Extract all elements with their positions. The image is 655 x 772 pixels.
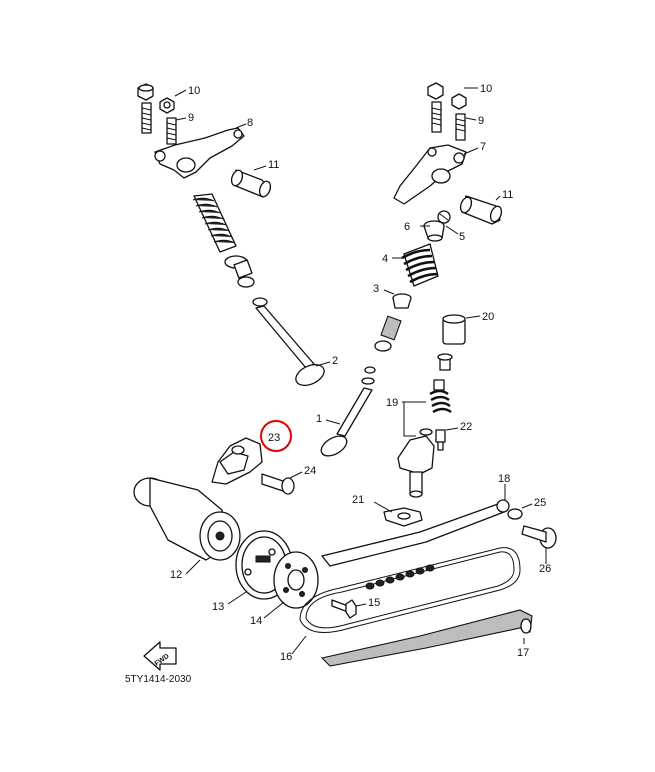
cam-chain-16[interactable] xyxy=(299,547,521,633)
label-10-right: 10 xyxy=(480,83,492,95)
label-13: 13 xyxy=(212,601,224,613)
adjuster-screw-9-right-b[interactable] xyxy=(455,113,466,141)
label-19: 19 xyxy=(386,397,398,409)
nut-10-right-a[interactable] xyxy=(427,82,444,100)
label-23: 23 xyxy=(268,432,280,444)
adjuster-screw-9-left-b[interactable] xyxy=(166,117,177,145)
label-14: 14 xyxy=(250,615,262,627)
nut-10-left-b[interactable] xyxy=(159,97,175,114)
part-number-labels: 10 9 8 11 10 9 7 11 5 6 4 3 2 1 20 19 22… xyxy=(170,83,551,663)
label-15: 15 xyxy=(368,597,380,609)
label-17: 17 xyxy=(517,647,529,659)
label-25: 25 xyxy=(534,497,546,509)
drawing-code: 5TY1414-2030 xyxy=(125,674,192,685)
rocker-shaft-11-right[interactable] xyxy=(459,195,504,225)
label-22: 22 xyxy=(460,421,472,433)
gasket-21[interactable] xyxy=(383,507,423,527)
label-6: 6 xyxy=(404,221,410,233)
tensioner-cap-20[interactable] xyxy=(442,314,466,345)
tensioner-assembly-19[interactable] xyxy=(397,353,453,498)
label-9-right: 9 xyxy=(478,115,484,127)
leader-lines xyxy=(174,87,547,655)
label-20: 20 xyxy=(482,311,494,323)
fwd-arrow-icon: FWD xyxy=(143,641,177,671)
camshaft-12[interactable] xyxy=(133,477,241,561)
label-11-right: 11 xyxy=(502,189,513,201)
bolt-24[interactable] xyxy=(261,473,295,495)
valve-stem-seal[interactable] xyxy=(374,315,402,352)
label-1: 1 xyxy=(316,413,322,425)
cotter-5[interactable] xyxy=(437,210,451,224)
label-5: 5 xyxy=(459,231,465,243)
label-9-left: 9 xyxy=(188,112,194,124)
rocker-arm-8-left[interactable] xyxy=(154,127,245,179)
valve-spring-4[interactable] xyxy=(401,243,439,287)
valve-2-left[interactable] xyxy=(252,297,327,389)
label-18: 18 xyxy=(498,473,510,485)
nut-10-right-b[interactable] xyxy=(451,93,467,110)
label-24: 24 xyxy=(304,465,316,477)
spring-seat-3[interactable] xyxy=(392,293,412,309)
label-2: 2 xyxy=(332,355,338,367)
label-10-left: 10 xyxy=(188,85,200,97)
label-3: 3 xyxy=(373,283,379,295)
o-ring-25[interactable] xyxy=(507,508,523,520)
adjuster-screw-9-right-a[interactable] xyxy=(431,101,442,133)
valve-spring-left[interactable] xyxy=(192,193,255,288)
label-4: 4 xyxy=(382,253,388,265)
label-8: 8 xyxy=(247,117,253,129)
camshaft-bracket-23[interactable] xyxy=(211,437,263,485)
bolt-22[interactable] xyxy=(435,429,446,451)
valve-spring-retainer-6[interactable] xyxy=(423,220,445,242)
rocker-shaft-11-left[interactable] xyxy=(230,169,273,198)
label-7: 7 xyxy=(480,141,486,153)
guide-bolt-26[interactable] xyxy=(521,525,557,549)
nut-10-left[interactable] xyxy=(137,83,154,101)
sprocket-plate-14[interactable] xyxy=(273,551,319,609)
label-26: 26 xyxy=(539,563,551,575)
label-16: 16 xyxy=(280,651,292,663)
highlight-circle xyxy=(260,420,292,452)
label-21: 21 xyxy=(352,494,364,506)
rocker-arm-7-right[interactable] xyxy=(393,144,467,205)
label-11-left: 11 xyxy=(268,159,279,171)
chain-guide-18[interactable] xyxy=(321,499,510,567)
adjuster-screw-9-left-a[interactable] xyxy=(141,102,152,134)
valve-1-right[interactable] xyxy=(318,366,376,460)
chain-guide-17[interactable] xyxy=(320,609,533,667)
label-12: 12 xyxy=(170,569,182,581)
bolt-15[interactable] xyxy=(331,599,357,619)
